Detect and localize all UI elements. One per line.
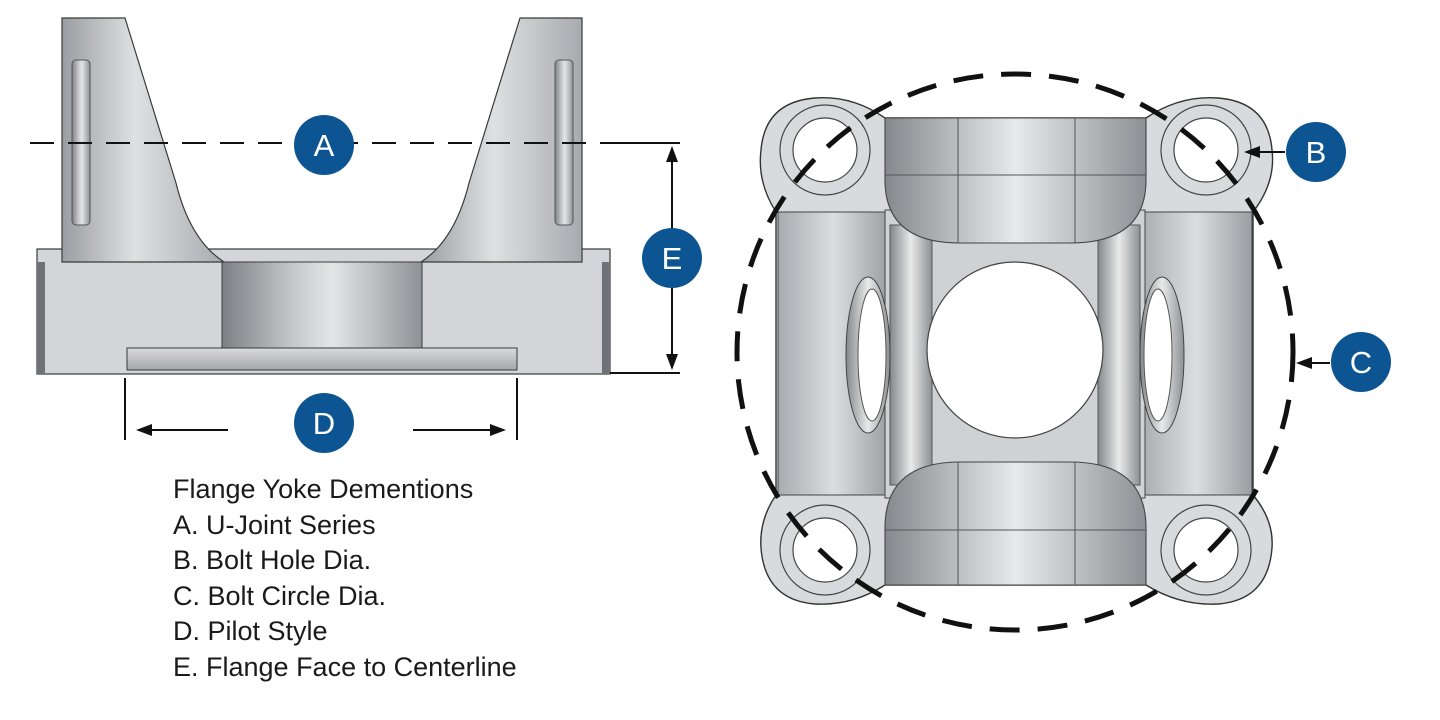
flange-left-edge — [37, 262, 45, 374]
side-view — [30, 17, 680, 440]
callout-a: A — [294, 115, 354, 175]
center-bore — [926, 261, 1104, 439]
callout-d-label: D — [313, 406, 335, 441]
callout-e: E — [642, 228, 702, 288]
bolt-hole-top-left — [779, 104, 871, 196]
callout-d: D — [294, 393, 354, 453]
arrow-icon — [490, 424, 506, 436]
left-bearing-face — [889, 224, 933, 486]
callout-c: C — [1331, 332, 1391, 392]
hub — [221, 261, 423, 351]
callout-c-label: C — [1350, 345, 1372, 380]
legend-item: A. U-Joint Series — [173, 509, 376, 540]
flange-right-edge — [602, 262, 610, 374]
legend-item: B. Bolt Hole Dia. — [173, 545, 372, 575]
callout-e-label: E — [662, 241, 683, 276]
arrow-icon — [666, 354, 678, 370]
arrow-icon — [136, 424, 152, 436]
right-bearing-face — [1097, 224, 1141, 486]
bottom-saddle — [884, 461, 1147, 586]
arrow-icon — [1296, 357, 1312, 369]
face-view — [734, 71, 1330, 633]
legend-item: E. Flange Face to Centerline — [173, 651, 517, 682]
right-side-block — [1139, 211, 1253, 496]
callout-b-label: B — [1306, 135, 1327, 170]
pilot — [126, 347, 518, 371]
dimension-legend: Flange Yoke Dementions A. U-Joint Series… — [173, 472, 517, 685]
legend-item: C. Bolt Circle Dia. — [173, 580, 387, 611]
legend-title: Flange Yoke Dementions — [173, 474, 474, 504]
left-cross-hole-inner — [857, 288, 887, 422]
callout-a-label: A — [314, 128, 335, 163]
arrow-icon — [1244, 146, 1260, 158]
legend-item: D. Pilot Style — [173, 616, 328, 646]
top-saddle — [884, 117, 1147, 244]
right-cross-hole-inner — [1143, 288, 1173, 422]
callout-b: B — [1286, 122, 1346, 182]
bolt-circle — [734, 71, 1296, 633]
arrow-icon — [666, 146, 678, 162]
